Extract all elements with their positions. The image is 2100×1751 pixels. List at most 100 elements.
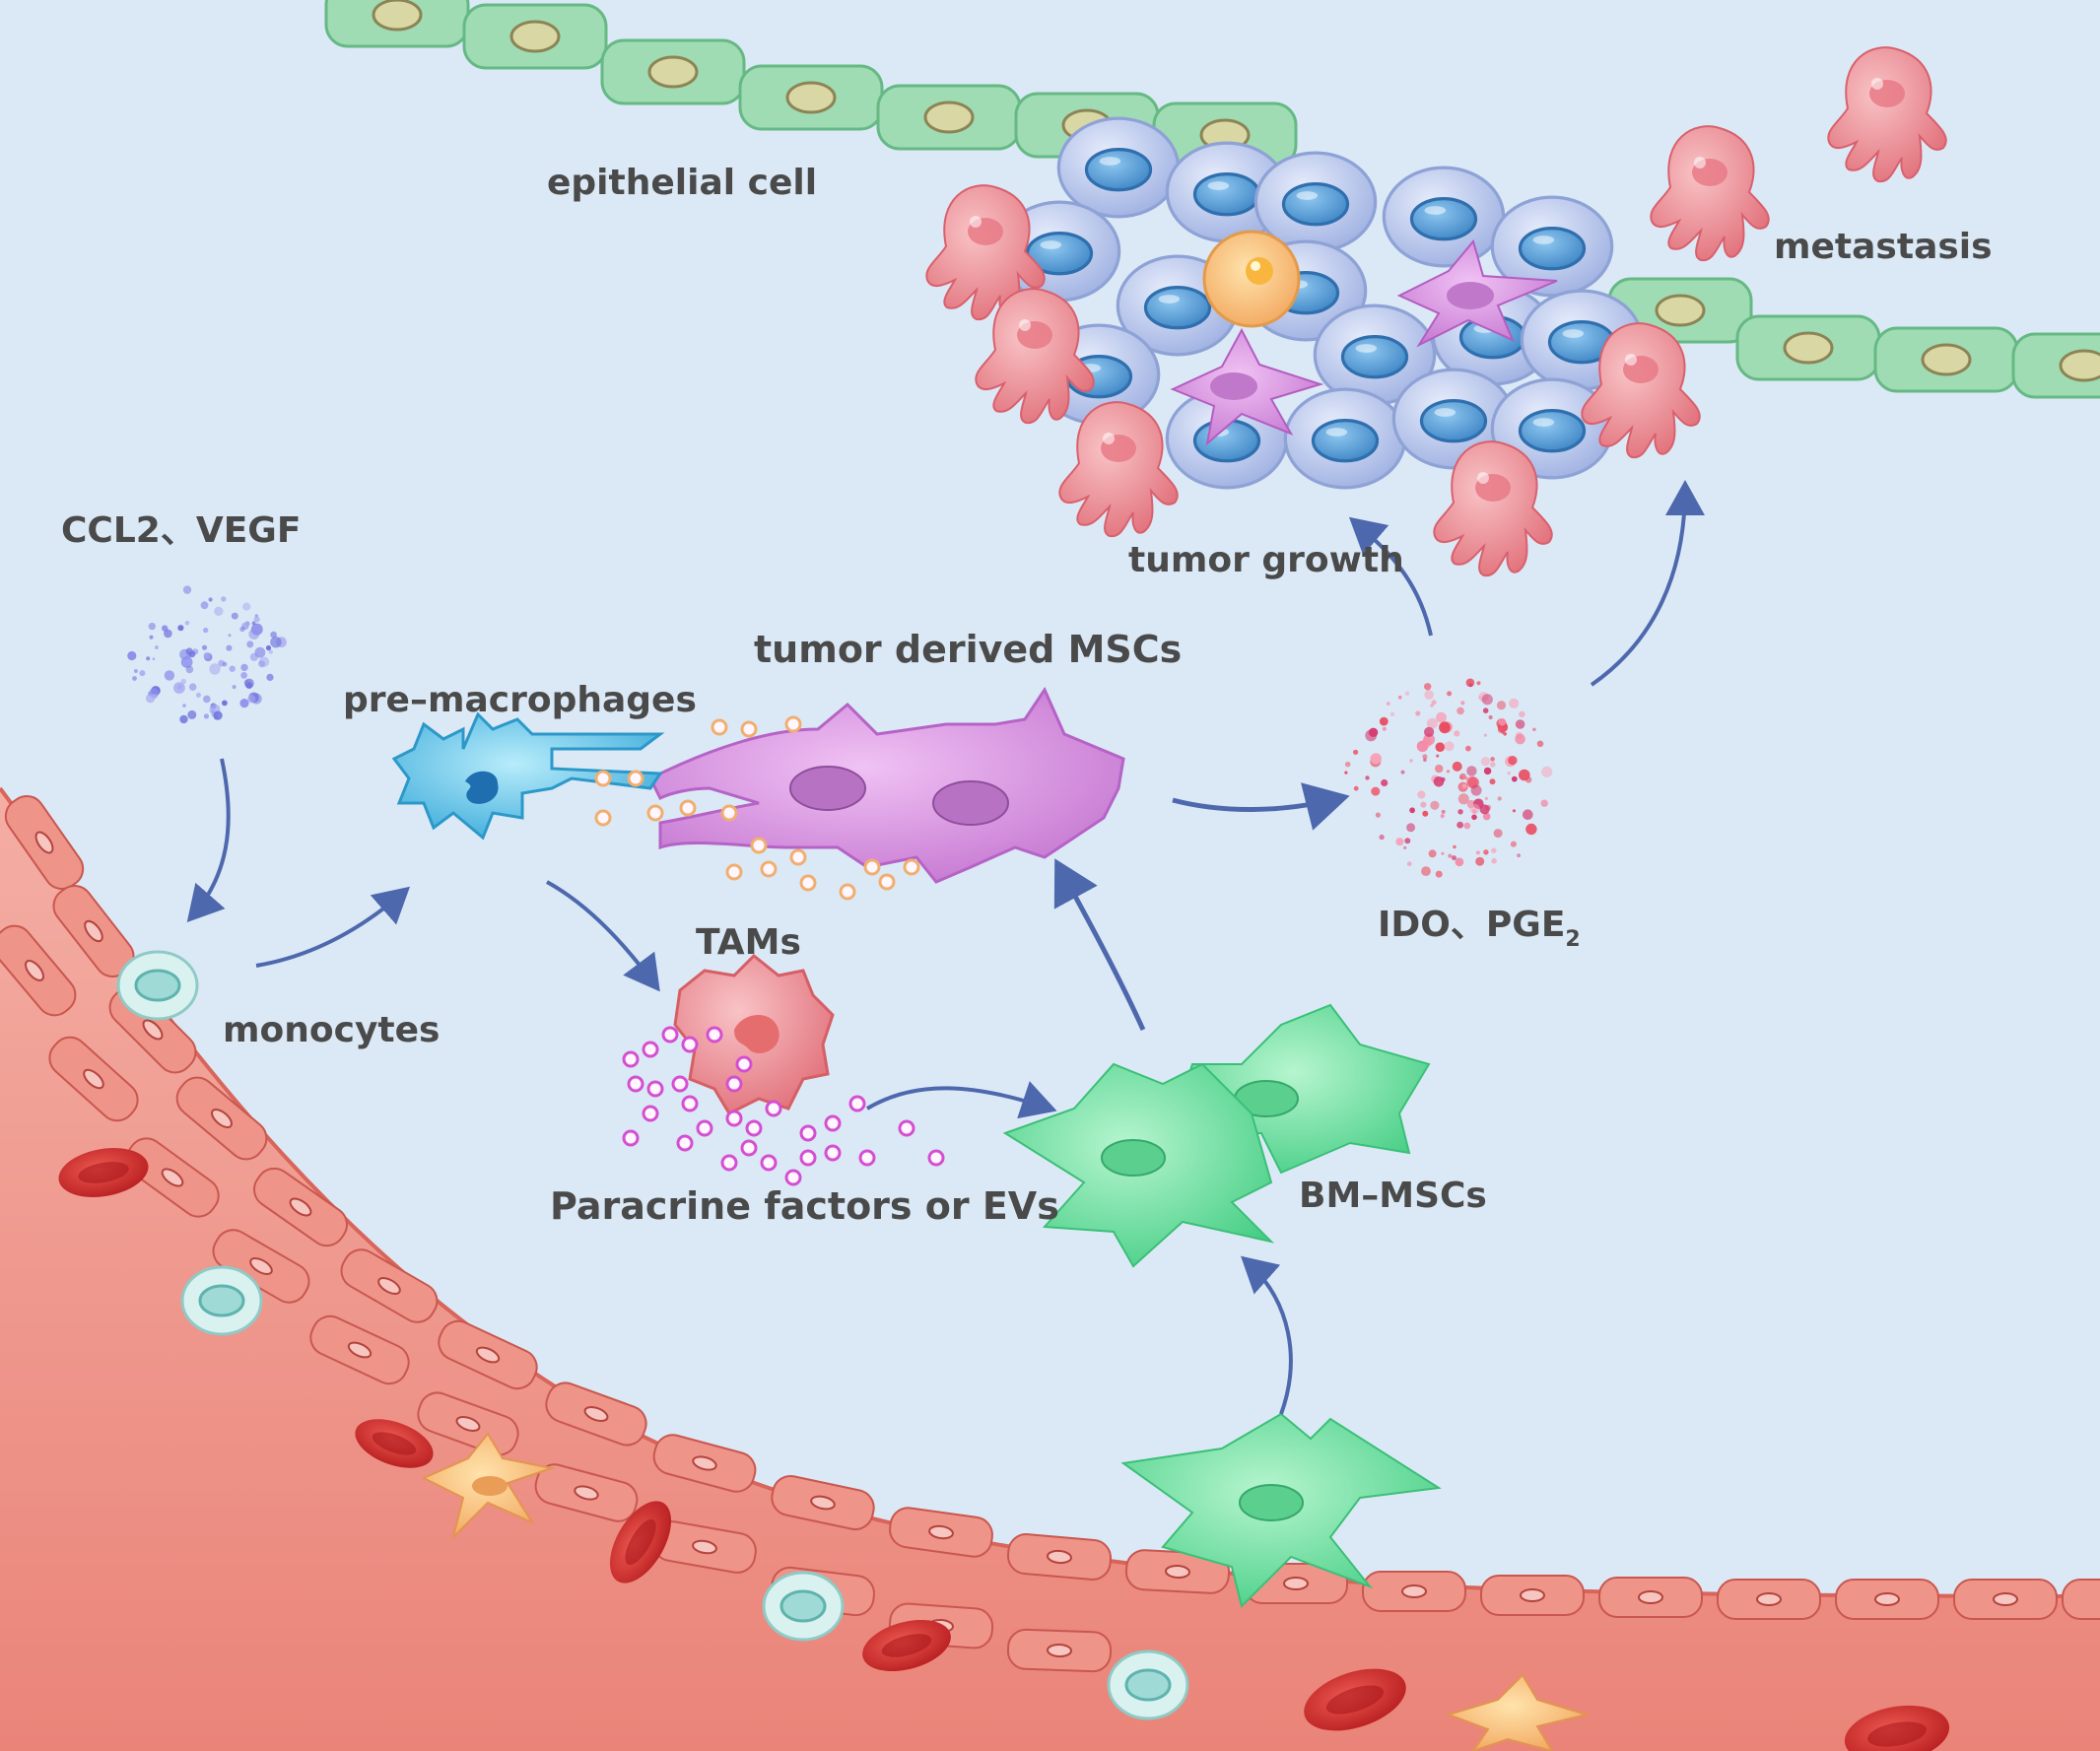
particle: [1498, 718, 1507, 726]
vesicle: [858, 1149, 876, 1167]
particle: [209, 663, 221, 675]
particle: [1423, 758, 1427, 762]
particle: [1415, 710, 1421, 716]
particle: [1344, 761, 1351, 768]
paracrine-label: Paracrine factors or EVs: [550, 1184, 1059, 1228]
particle: [1490, 757, 1495, 762]
particle: [1426, 717, 1438, 729]
particle: [1439, 721, 1451, 734]
bm-msc-extravasating: [1120, 1412, 1442, 1608]
monocytes-label: monocytes: [223, 1010, 440, 1050]
particle: [1375, 812, 1381, 818]
vesicle: [676, 1134, 694, 1152]
particle: [1406, 823, 1416, 833]
vesicle: [839, 883, 856, 901]
particle: [265, 644, 272, 651]
particle: [1435, 870, 1443, 878]
arrow-ccl2-to-monocytes: [186, 758, 231, 923]
particle: [1481, 694, 1493, 706]
particle: [1452, 855, 1456, 861]
particle: [1453, 844, 1456, 849]
vesicle: [642, 1105, 659, 1122]
particle: [139, 670, 146, 677]
particle: [179, 714, 188, 724]
particle: [1441, 809, 1446, 814]
vesicle: [711, 718, 728, 736]
particle: [1430, 800, 1440, 810]
particle: [1461, 783, 1467, 788]
particle: [1482, 812, 1491, 821]
particle: [226, 644, 233, 651]
vesicle: [594, 770, 612, 787]
particle: [182, 704, 186, 707]
vesicle: [789, 848, 807, 866]
arrow-vessel-to-bmmscs: [1241, 1255, 1293, 1415]
vesicle: [720, 804, 738, 822]
particle: [1525, 823, 1537, 836]
particle: [1515, 733, 1525, 745]
vesicle: [863, 858, 881, 876]
particle: [200, 601, 209, 610]
particle: [1523, 809, 1533, 820]
particle: [1403, 845, 1407, 850]
particle: [1476, 681, 1481, 686]
vesicle: [646, 1080, 664, 1098]
particle: [1365, 775, 1370, 780]
particle: [1423, 733, 1436, 746]
particle: [1519, 710, 1525, 717]
particle: [270, 637, 282, 648]
arrow-bmmscs-to-tumor-mscs: [1053, 858, 1146, 1032]
particle: [1400, 770, 1405, 774]
particle: [1441, 851, 1445, 855]
particle: [1517, 853, 1521, 858]
vesicle: [681, 1036, 699, 1053]
particle: [1469, 803, 1480, 815]
particle: [1404, 838, 1411, 844]
particle: [270, 631, 277, 639]
particle: [1386, 702, 1390, 706]
vesicle: [627, 770, 644, 787]
particle: [180, 656, 193, 668]
vesicle: [706, 1026, 723, 1044]
vesicle: [725, 1075, 743, 1093]
particle: [1541, 766, 1553, 777]
particle: [132, 676, 137, 681]
particle: [1483, 767, 1492, 775]
particle: [1395, 838, 1404, 846]
particle: [240, 663, 248, 672]
particle: [196, 692, 201, 698]
vesicle: [848, 1095, 866, 1112]
particle: [229, 665, 236, 672]
vesicle: [824, 1144, 842, 1162]
particle: [1475, 850, 1480, 855]
vesicle: [642, 1041, 659, 1058]
particle: [1512, 809, 1516, 813]
particle: [244, 678, 254, 689]
particle: [187, 709, 197, 719]
particle: [1436, 754, 1440, 758]
vesicle: [903, 858, 920, 876]
particle: [1353, 785, 1359, 791]
vesicle: [740, 1139, 758, 1157]
particle: [1441, 776, 1446, 782]
particle: [251, 621, 256, 626]
arrow-to-tumor-growth: [1348, 516, 1433, 637]
particle: [1497, 726, 1505, 733]
vesicle: [760, 1154, 778, 1172]
particle: [1460, 701, 1465, 706]
particle: [248, 629, 260, 640]
vesicle: [646, 804, 664, 822]
particle: [1456, 707, 1464, 715]
particle: [1483, 849, 1489, 855]
particle: [154, 645, 159, 649]
particle: [268, 649, 273, 654]
particle: [1468, 683, 1473, 688]
particle: [1532, 727, 1536, 732]
particle: [184, 621, 190, 626]
particle: [222, 661, 228, 667]
particle: [1508, 756, 1518, 766]
vesicle: [696, 1119, 713, 1137]
particles: [127, 585, 1553, 1186]
particle: [1454, 730, 1460, 737]
particle: [1497, 796, 1502, 801]
